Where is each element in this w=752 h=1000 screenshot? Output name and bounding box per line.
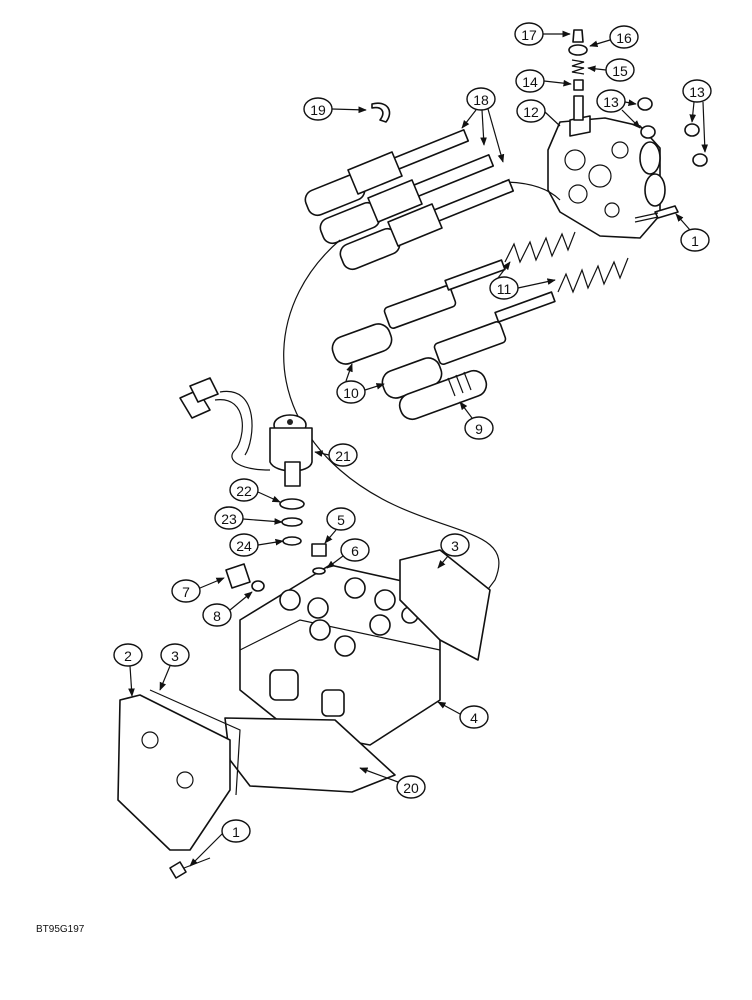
callout-21: 21 <box>314 443 358 467</box>
svg-text:17: 17 <box>521 27 537 43</box>
callout-17: 17 <box>514 22 571 46</box>
svg-text:10: 10 <box>343 385 359 401</box>
svg-text:15: 15 <box>612 63 628 79</box>
springs-11 <box>504 231 629 294</box>
bolt-1-top <box>634 205 679 223</box>
callout-6: 6 <box>326 538 370 569</box>
plug-5 <box>311 543 327 575</box>
svg-text:20: 20 <box>403 780 419 796</box>
svg-text:14: 14 <box>522 74 538 90</box>
callout-5: 5 <box>324 507 356 544</box>
callout-3-left: 3 <box>159 643 190 691</box>
callout-24: 24 <box>229 533 284 557</box>
svg-text:19: 19 <box>310 102 326 118</box>
callout-1-top: 1 <box>675 213 710 252</box>
svg-text:9: 9 <box>475 421 483 437</box>
svg-text:23: 23 <box>221 511 237 527</box>
svg-text:21: 21 <box>335 448 351 464</box>
svg-text:11: 11 <box>497 281 512 297</box>
svg-text:1: 1 <box>691 233 699 249</box>
svg-text:1: 1 <box>232 824 240 840</box>
callout-11: 11 <box>489 261 556 300</box>
svg-text:12: 12 <box>523 104 539 120</box>
cover-plate-2 <box>117 689 241 851</box>
svg-text:16: 16 <box>616 30 632 46</box>
callout-8: 8 <box>202 591 253 627</box>
orings-22-24 <box>279 498 305 546</box>
svg-text:8: 8 <box>213 608 221 624</box>
callout-14: 14 <box>515 69 572 93</box>
svg-text:4: 4 <box>470 710 478 726</box>
callout-12: 12 <box>516 99 561 127</box>
callout-22: 22 <box>229 478 281 503</box>
callout-20: 20 <box>359 767 426 799</box>
svg-text:13: 13 <box>689 84 705 100</box>
spools-18 <box>304 129 515 271</box>
bolt-1-bottom <box>169 857 211 879</box>
callout-10: 10 <box>336 363 385 404</box>
spools-10 <box>331 259 556 399</box>
solenoid-21 <box>179 377 313 487</box>
svg-text:6: 6 <box>351 543 359 559</box>
figure-code: BT95G197 <box>36 924 85 935</box>
callout-15: 15 <box>587 58 635 82</box>
callout-18: 18 <box>461 87 505 163</box>
plugs-13 <box>637 97 708 167</box>
callout-13-left: 13 <box>596 89 641 129</box>
svg-text:5: 5 <box>337 512 345 528</box>
callout-9: 9 <box>459 401 494 440</box>
svg-text:2: 2 <box>124 648 132 664</box>
callout-16: 16 <box>589 25 639 49</box>
svg-text:24: 24 <box>236 538 252 554</box>
callout-4: 4 <box>437 701 489 729</box>
piston-9 <box>398 369 488 421</box>
svg-text:3: 3 <box>451 538 459 554</box>
valve-body-4 <box>239 564 441 746</box>
callout-3-right: 3 <box>437 533 470 569</box>
svg-text:3: 3 <box>171 648 179 664</box>
svg-text:13: 13 <box>603 94 619 110</box>
callout-13-right: 13 <box>682 79 712 153</box>
callout-23: 23 <box>214 506 283 530</box>
end-plate <box>547 115 666 239</box>
snap-ring-19 <box>371 102 391 123</box>
callout-2: 2 <box>113 643 143 697</box>
callout-1-bottom: 1 <box>189 819 251 867</box>
callout-19: 19 <box>303 97 367 121</box>
gasket-3-right <box>399 549 491 661</box>
callout-7: 7 <box>171 577 225 603</box>
plug-7 <box>225 563 265 592</box>
svg-text:18: 18 <box>473 92 489 108</box>
valve-stack-parts <box>568 29 588 121</box>
svg-text:7: 7 <box>182 584 190 600</box>
svg-text:22: 22 <box>236 483 252 499</box>
